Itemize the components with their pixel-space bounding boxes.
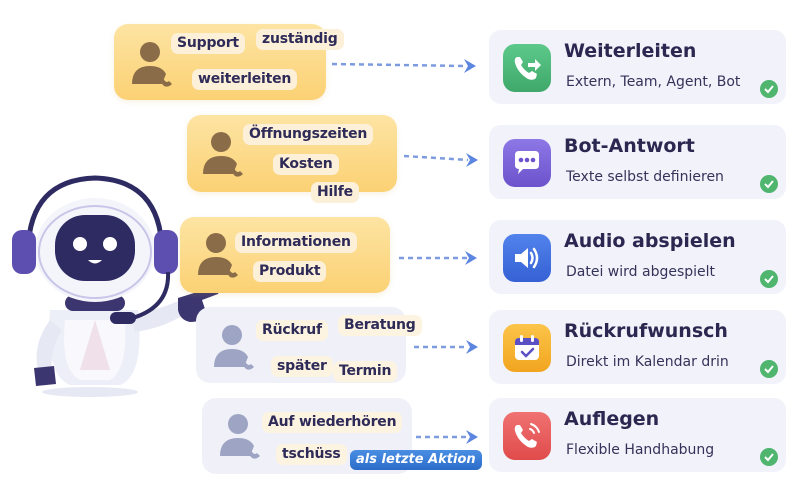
- keyword-tag: Informationen: [235, 232, 357, 253]
- phone-hangup-icon: [503, 412, 551, 460]
- action-subtitle: Flexible Handhabung: [566, 442, 715, 458]
- action-title: Audio abspielen: [564, 230, 736, 252]
- check-icon: [760, 80, 778, 98]
- action-subtitle: Direkt im Kalendar drin: [566, 354, 729, 370]
- speaker-icon: [503, 234, 551, 282]
- keyword-tag: zuständig: [256, 29, 344, 50]
- keyword-tag: Produkt: [253, 261, 327, 282]
- check-icon: [760, 448, 778, 466]
- action-title: Bot-Antwort: [564, 135, 695, 157]
- keyword-tag: weiterleiten: [192, 69, 298, 90]
- keyword-tag: später: [271, 356, 333, 377]
- trigger-group-callback: Rückruf Beratung später Termin: [196, 307, 422, 383]
- action-card-callback[interactable]: Rückrufwunsch Direkt im Kalendar drin: [489, 310, 786, 384]
- caller-person-icon: [220, 412, 262, 460]
- caller-person-icon: [132, 40, 174, 88]
- keyword-tag: Rückruf: [256, 320, 328, 341]
- action-card-bot-reply[interactable]: Bot-Antwort Texte selbst definieren: [489, 125, 786, 199]
- caller-person-icon: [198, 231, 240, 279]
- action-subtitle: Datei wird abgespielt: [566, 264, 716, 280]
- keyword-tag: Hilfe: [311, 182, 359, 203]
- flow-arrow: [403, 153, 478, 167]
- action-title: Rückrufwunsch: [564, 320, 728, 342]
- keyword-tag: Beratung: [338, 315, 422, 336]
- trigger-group-support: Support zuständig weiterleiten: [114, 24, 344, 100]
- caller-person-icon: [214, 323, 256, 371]
- calendar-check-icon: [503, 324, 551, 372]
- keyword-tag: Öffnungszeiten: [243, 124, 374, 145]
- action-title: Weiterleiten: [564, 40, 697, 62]
- keyword-tag: Auf wiederhören: [262, 412, 403, 433]
- action-card-audio[interactable]: Audio abspielen Datei wird abgespielt: [489, 220, 786, 294]
- keyword-tag: Termin: [333, 361, 398, 382]
- last-action-badge: als letzte Aktion: [350, 450, 482, 470]
- action-subtitle: Texte selbst definieren: [566, 169, 724, 185]
- chat-bubble-icon: [503, 139, 551, 187]
- check-icon: [760, 270, 778, 288]
- caller-person-icon: [203, 130, 245, 178]
- keyword-tag: Support: [171, 33, 245, 54]
- trigger-group-info-hours: Öffnungszeiten Kosten Hilfe: [187, 115, 397, 203]
- check-icon: [760, 360, 778, 378]
- action-card-hangup[interactable]: Auflegen Flexible Handhabung: [489, 398, 786, 472]
- phone-forward-icon: [503, 44, 551, 92]
- check-icon: [760, 175, 778, 193]
- robot-mascot: [10, 170, 230, 400]
- flow-arrow: [416, 430, 478, 444]
- flow-arrow: [331, 59, 476, 73]
- keyword-tag: Kosten: [273, 154, 339, 175]
- robot-icon: [12, 175, 219, 397]
- keyword-tag: tschüss: [276, 444, 347, 465]
- trigger-group-product: Informationen Produkt: [180, 217, 390, 293]
- flow-arrow: [414, 340, 478, 354]
- action-subtitle: Extern, Team, Agent, Bot: [566, 74, 741, 90]
- flow-arrow: [399, 251, 477, 265]
- action-card-forward[interactable]: Weiterleiten Extern, Team, Agent, Bot: [489, 30, 786, 104]
- action-title: Auflegen: [564, 408, 660, 430]
